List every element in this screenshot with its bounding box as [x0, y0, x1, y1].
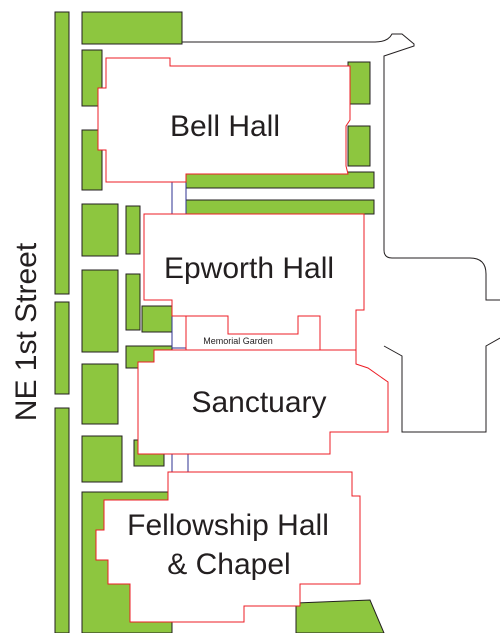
- sanctuary-footprint: [137, 349, 389, 455]
- epworth-hall-label: Epworth Hall: [164, 252, 334, 285]
- east-road-south: [383, 337, 500, 433]
- lawn-left-epworth-1: [81, 203, 119, 257]
- lawn-southeast: [295, 599, 385, 633]
- fellowship-hall-label: Fellowship Hall: [127, 509, 329, 542]
- walkway-sanctuary-fellowship: [171, 451, 189, 475]
- chapel-label: & Chapel: [167, 548, 290, 581]
- lawn-left-bell-2: [81, 129, 103, 191]
- median-strip-top: [54, 11, 70, 295]
- fellowship-hall-footprint: [95, 471, 361, 623]
- lawn-left-fellowship-1: [81, 435, 123, 483]
- bell-hall-footprint: [97, 57, 351, 183]
- sanctuary-label: Sanctuary: [191, 386, 326, 419]
- lawn-walk-north: [185, 199, 375, 215]
- lawn-right-bell-bottom: [347, 125, 371, 167]
- lawn-left-epworth-2: [125, 205, 141, 255]
- lawn-left-sanctuary: [81, 363, 119, 425]
- median-strip-bottom: [54, 407, 70, 633]
- east-road-north: [181, 12, 500, 301]
- lawn-top-strip: [81, 11, 183, 45]
- walkway-epworth-sanctuary: [171, 313, 187, 349]
- street-median-strips: [54, 11, 70, 633]
- lawn-left-bell-1: [81, 49, 103, 107]
- lawn-right-bell-top: [347, 61, 371, 105]
- lawn-epworth-sw: [141, 305, 173, 333]
- lawn-left-epworth-4: [125, 273, 141, 331]
- median-strip-middle: [54, 301, 70, 395]
- lawn-left-epworth-3: [81, 269, 119, 353]
- memorial-garden-label: Memorial Garden: [203, 336, 273, 346]
- bell-hall-label: Bell Hall: [170, 110, 280, 143]
- street-label: NE 1st Street: [10, 242, 43, 421]
